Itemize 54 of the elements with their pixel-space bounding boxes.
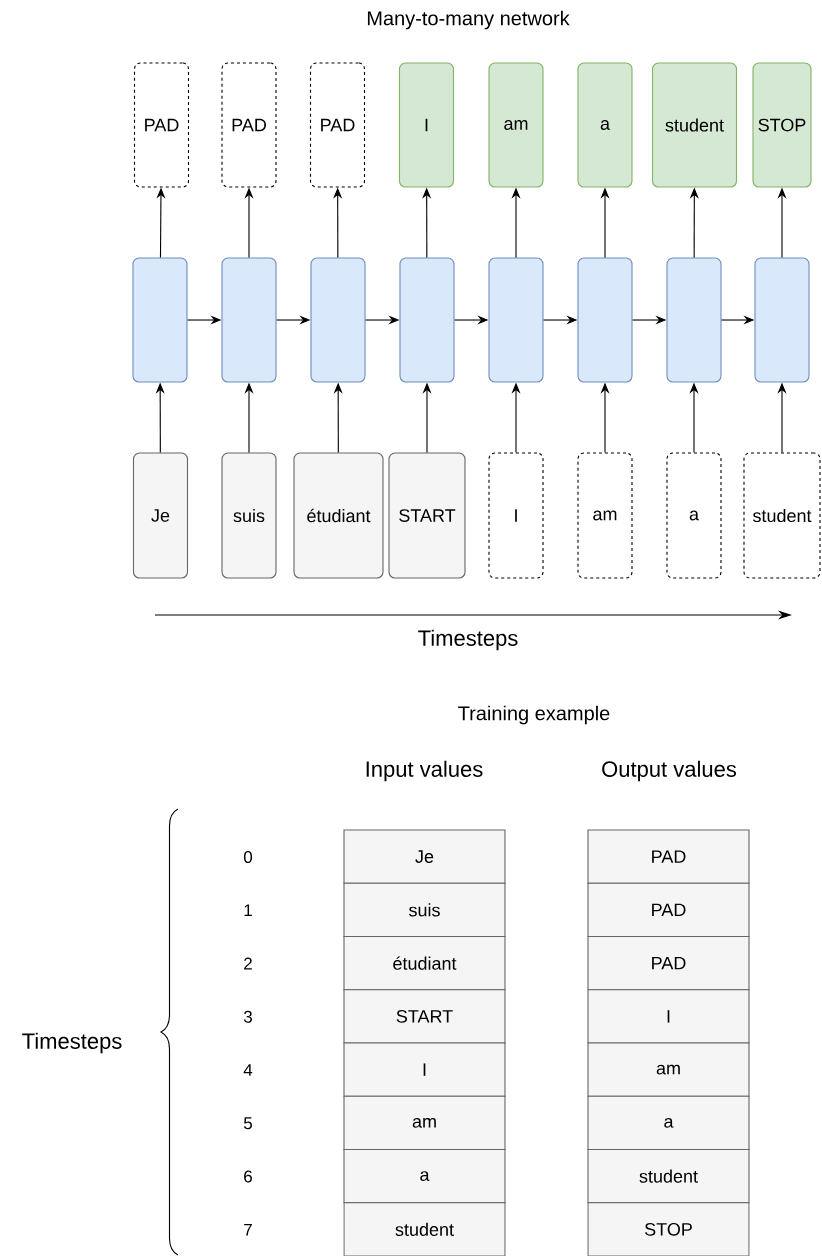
output-box: STOP	[752, 62, 812, 188]
table-cell: PAD	[587, 882, 750, 938]
rnn-cell	[221, 257, 277, 383]
input-box: START	[388, 452, 466, 579]
heading: Training example	[458, 705, 610, 725]
row-number: 4	[243, 1064, 253, 1076]
column-heading: Output values	[602, 760, 737, 782]
table-cell: a	[343, 1148, 506, 1204]
input-box: étudiant	[293, 452, 384, 579]
row-number: 2	[244, 957, 252, 970]
table-cell: PAD	[587, 829, 750, 884]
token-box: student	[743, 452, 821, 579]
table-cell: START	[343, 989, 506, 1044]
table-cell: étudiant	[343, 935, 506, 991]
table-cell: student	[343, 1202, 506, 1256]
token-box: PAD	[221, 62, 277, 188]
table-cell: Je	[343, 829, 506, 884]
title: Many-to-many network	[367, 10, 570, 30]
rnn-cell	[577, 257, 633, 383]
input-box: suis	[221, 452, 277, 579]
token-box: am	[577, 452, 633, 579]
table-cell: student	[587, 1148, 750, 1204]
table-cell: I	[587, 989, 750, 1044]
table-cell: PAD	[587, 935, 750, 991]
table-cell: I	[343, 1042, 506, 1097]
output-box: a	[577, 62, 633, 188]
column-heading: Input values	[366, 760, 483, 782]
row-number: 5	[243, 1117, 252, 1130]
token-box: PAD	[133, 62, 190, 188]
table-cell: a	[587, 1095, 750, 1151]
rnn-cell	[666, 257, 722, 383]
rnn-cell	[754, 257, 810, 383]
row-number: 1	[244, 904, 252, 917]
row-number: 7	[244, 1223, 252, 1236]
output-box: am	[488, 62, 544, 188]
row-number: 0	[243, 851, 253, 864]
rnn-cell	[488, 257, 544, 383]
table-cell: am	[587, 1042, 750, 1097]
output-box: student	[651, 62, 738, 188]
table-cell: am	[343, 1095, 506, 1151]
row-number: 6	[244, 1170, 252, 1183]
output-box: I	[398, 62, 455, 188]
token-box: I	[488, 452, 544, 579]
input-box: Je	[132, 452, 189, 579]
axis-label: Timesteps	[418, 629, 518, 651]
table-cell: STOP	[587, 1202, 750, 1256]
axis-label: Timesteps	[22, 1032, 122, 1054]
token-box: PAD	[309, 62, 366, 188]
token-box: a	[666, 452, 722, 579]
rnn-cell	[399, 257, 455, 383]
rnn-cell	[132, 257, 188, 383]
rnn-cell	[310, 257, 366, 383]
row-number: 3	[243, 1010, 252, 1023]
table-cell: suis	[343, 882, 506, 938]
